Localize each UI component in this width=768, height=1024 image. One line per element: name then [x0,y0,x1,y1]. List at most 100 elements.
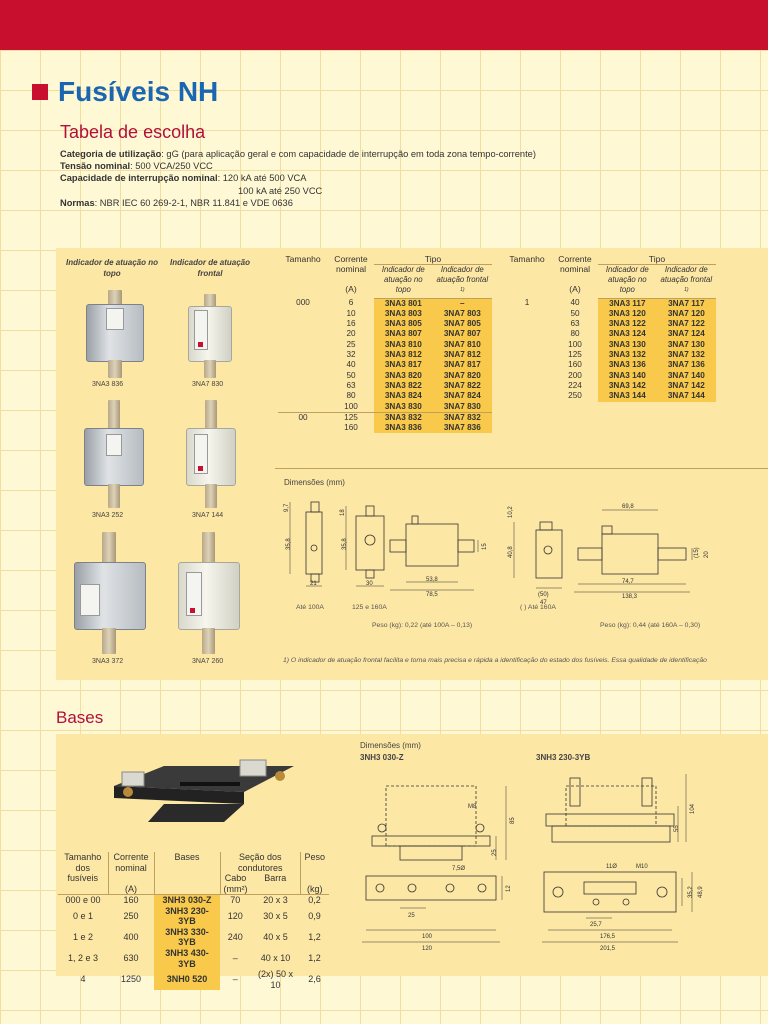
bth-tamanho: Tamanho dos fusíveis [64,852,102,883]
cell-code-top: 3NA3 140 [598,370,657,381]
cell-current: 160 [108,893,154,906]
dim-right-v2: 40,8 [508,546,514,558]
cell-code-front: 3NA7 132 [656,350,716,361]
cell-current: 100 [568,339,582,349]
dim-caption-ate100: Até 100A [296,604,324,611]
cell-code-front: 3NA7 824 [432,391,492,402]
cell-code-front: 3NA7 142 [656,380,716,392]
th-front-r: Indicador de atuação frontal 1) [656,264,716,299]
cell-base-code: 3NH3 230-3YB [154,905,220,927]
cell-size-empty [278,319,328,329]
fuse-table-right: Tamanho Corrente nominal(A) Tipo Indicad… [502,254,716,402]
cell-current: 125 [568,350,582,360]
dim-left-h1: 21 [310,581,317,587]
cell-code-front: 3NA7 836 [432,423,492,434]
cell-current: 80 [346,391,356,401]
cell-cabo: – [232,953,238,964]
photo-caption-5: 3NA3 372 [92,658,124,665]
spec-capacidade-value2: 100 kA até 250 VCC [238,185,323,196]
cell-current: 80 [570,329,580,339]
footnote: 1) O indicador de atuação frontal facili… [283,657,707,664]
photo-caption-4: 3NA7 144 [192,512,224,519]
cell-code-top: 3NA3 822 [374,380,433,392]
cell-code-front: 3NA7 830 [432,401,492,413]
cell-cabo: 70 [220,893,251,906]
dim-right-h4: 138,3 [622,594,638,600]
cell-code-top: 3NA3 812 [374,350,433,361]
spec-tensao-value: : 500 VCA/250 VCC [130,161,213,172]
cell-code-top: 3NA3 805 [374,319,433,330]
th-corrente: Corrente nominal(A) [328,254,374,298]
fuse-table-left: Tamanho Corrente nominal(A) Tipo Indicad… [278,254,492,434]
cell-peso: 0,2 [300,893,329,906]
section-subtitle: Tabela de escolha [60,122,206,142]
dim-left-v5: 15 [482,543,488,550]
specs-block: Categoria de utilização: gG (para aplica… [60,148,536,209]
bth-secao: Seção dos condutores [219,852,301,873]
cell-code-top: 3NA3 144 [598,391,657,402]
cell-cabo: 120 [227,910,243,921]
cell-base-code: 3NH3 330-3YB [154,926,220,948]
th-corrente-r-unit: (A) [569,284,581,294]
cell-barra: 30 x 5 [263,910,288,921]
cell-size-empty [278,391,328,401]
cell-size: 000 [296,298,310,308]
dim-left-v1: 9,7 [284,503,290,512]
cell-code-front: 3NA7 803 [432,308,492,320]
cell-code-top: 3NA3 807 [374,329,433,340]
bases-title: Bases [56,708,104,727]
th-corrente-r-label: Corrente nominal [558,254,592,274]
label-h120: 120 [422,946,433,952]
bth-cabo-unit: (mm²) [219,883,251,895]
header-bar [0,0,768,50]
page-title: Fusíveis NH [58,76,219,107]
bth-barra: Barra [264,873,287,883]
label-d75: 7,5Ø [452,866,465,872]
cell-size-empty [502,319,552,329]
cell-code-front: 3NA7 124 [656,329,716,340]
cell-current: 40 [346,360,356,370]
cell-code-front: 3NA7 144 [656,391,716,402]
fuse-photo-3na7-830 [188,294,232,380]
cell-current: 20 [346,329,356,339]
cell-size-empty [502,371,552,381]
cell-code-top: 3NA3 824 [374,391,433,402]
cell-code-front: 3NA7 122 [656,319,716,330]
cell-size-empty [278,381,328,391]
model-3nh3-030z: 3NH3 030-Z [360,753,404,762]
fuse-photo-3na3-252 [84,400,144,508]
dim-right-h3: 74,7 [622,579,634,585]
cell-code-front: 3NA7 817 [432,360,492,371]
cell-size-empty [278,423,328,433]
cell-code-front: 3NA7 136 [656,360,716,371]
dimensions-title: Dimensões (mm) [284,478,345,487]
cell-barra: 40 x 10 [260,953,291,964]
dim-caption-ate160: ( ) Até 160A [520,604,556,611]
weight-left: Peso (kg): 0,22 (até 100A – 0,13) [372,622,473,629]
cell-base-code: 3NH0 520 [154,969,220,991]
spec-tensao-label: Tensão nominal [60,161,131,172]
spec-capacidade-value1: : 120 kA até 500 VCA [217,173,307,184]
th-corrente-unit: (A) [345,284,357,294]
dim-right-v3: (15) [694,547,700,558]
label-h257: 25,7 [590,922,602,928]
cell-size: 4 [80,974,86,985]
th-top: Indicador de atuação no topo [374,264,433,299]
cell-size-empty [278,309,328,319]
cell-code-front: 3NA7 820 [432,370,492,381]
cell-code-top: 3NA3 832 [374,411,433,424]
cell-code-top: 3NA3 803 [374,308,433,320]
